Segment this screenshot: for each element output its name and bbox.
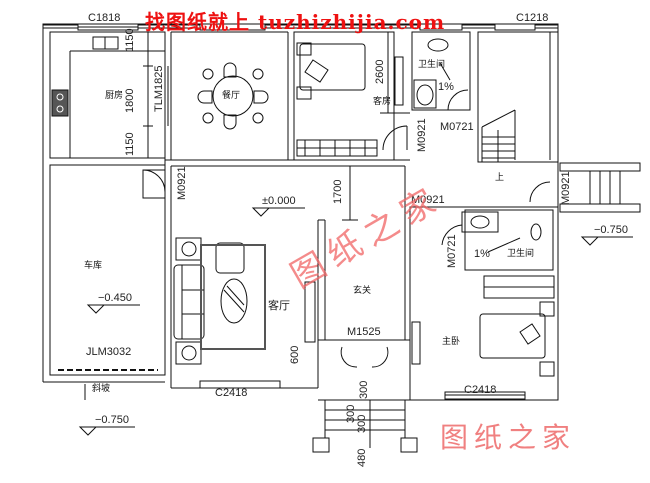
watermark-top: 找图纸就上 tuzhizhijia.com: [145, 10, 446, 34]
ramp-label: 斜坡: [92, 384, 111, 394]
room-label-bathroom-top: 卫生间: [418, 60, 446, 70]
room-label-living: 客厅: [268, 300, 290, 312]
door-label-garage-living: M0921: [176, 166, 188, 200]
dim-hall-gap: 1700: [332, 179, 344, 204]
door-label-stair-exterior: M0921: [560, 171, 572, 205]
door-label-entrance: M1525: [347, 326, 381, 338]
window-label-living: C2418: [215, 387, 248, 399]
watermark-bottom: 图纸之家: [440, 421, 577, 454]
room-label-garage: 车库: [84, 261, 103, 271]
door-label-guest: M0921: [416, 118, 428, 152]
room-label-foyer: 玄关: [353, 286, 372, 296]
elevation-exterior-left: −0.750: [95, 414, 129, 426]
dim-step-1: 300: [358, 380, 370, 399]
room-label-kitchen: 厨房: [105, 91, 124, 101]
room-label-master-bedroom: 主卧: [442, 337, 461, 347]
room-label-dining: 餐厅: [222, 91, 241, 101]
elevation-garage: −0.450: [98, 292, 132, 304]
dim-step-bottom: 480: [356, 448, 368, 467]
window-label-master: C2418: [464, 384, 497, 396]
elevation-exterior-right: −0.750: [594, 224, 628, 236]
elevation-main: ±0.000: [262, 195, 296, 207]
dim-guest-height: 2600: [374, 59, 386, 84]
dim-kitchen-top: 1150: [124, 28, 136, 52]
window-label-stair: C1218: [516, 12, 549, 24]
door-label-kitchen: TLM1825: [153, 65, 165, 112]
slope-annotation-master-bath: 1%: [474, 248, 490, 260]
dim-living-recess: 600: [289, 345, 301, 364]
door-label-master-bath: M0721: [446, 234, 458, 268]
dim-kitchen-mid: 1800: [124, 88, 136, 113]
stair-up-label: 上: [495, 173, 505, 183]
door-label-bath-top: M0721: [440, 121, 474, 133]
room-label-bathroom-master: 卫生间: [507, 249, 535, 259]
door-label-master: M0921: [411, 194, 445, 206]
door-label-garage: JLM3032: [86, 346, 132, 358]
dim-step-3: 300: [356, 414, 368, 433]
slope-annotation-top-bath: 1%: [438, 81, 454, 93]
window-label-kitchen: C1818: [88, 12, 121, 24]
room-label-guest: 客房: [373, 97, 392, 107]
dim-kitchen-bottom: 1150: [124, 132, 136, 156]
